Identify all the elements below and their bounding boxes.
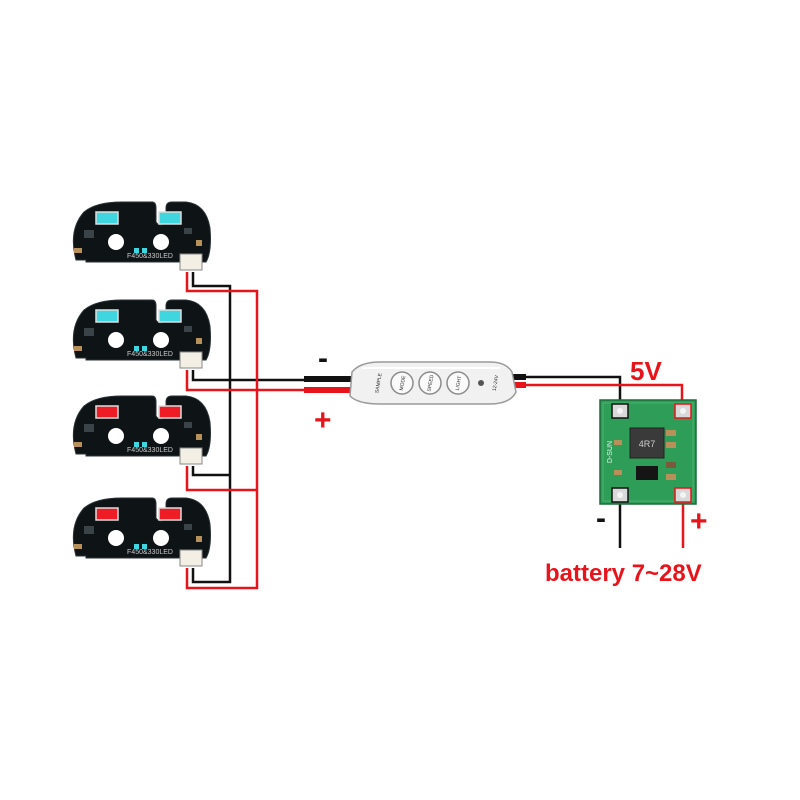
- mounting-hole: [153, 234, 169, 250]
- mounting-hole: [108, 234, 124, 250]
- led-boards: F450&330LED F450&330LED F450&330LED F450&33…: [72, 201, 211, 567]
- mounting-hole: [153, 530, 169, 546]
- regulator-input-plus-label: +: [690, 505, 708, 538]
- led-right: [158, 405, 182, 419]
- mounting-hole: [108, 428, 124, 444]
- board-silk-label: F450&330LED: [127, 253, 173, 260]
- mounting-hole: [108, 530, 124, 546]
- board-connector: [179, 253, 203, 271]
- led-right: [158, 507, 182, 521]
- led-left: [95, 309, 119, 323]
- controller-button-light: [446, 371, 470, 395]
- mounting-hole: [153, 428, 169, 444]
- regulator-inductor: [629, 427, 665, 459]
- mounting-hole: [153, 332, 169, 348]
- regulator-module: 4R7 D-SUN: [599, 399, 697, 505]
- regulator-output-label: 5V: [630, 356, 662, 386]
- controller-plus-label: +: [314, 404, 332, 437]
- controller-button-speed: [418, 371, 442, 395]
- battery-label: battery 7~28V: [545, 560, 702, 587]
- controller-minus-label: -: [318, 342, 328, 375]
- led-wiring: [185, 272, 685, 590]
- led-right: [158, 211, 182, 225]
- controller-button-mode-label: MODE: [399, 375, 408, 391]
- board-silk-label: F450&330LED: [127, 447, 173, 454]
- controller-indicator: [478, 380, 484, 386]
- led-left: [95, 507, 119, 521]
- output-black-wire: [520, 375, 622, 403]
- regulator-side-label: D-SUN: [607, 441, 614, 463]
- board-connector: [179, 351, 203, 369]
- controller-edge-right-label: 12-24V: [492, 374, 501, 392]
- board-connector: [179, 549, 203, 567]
- led-left: [95, 405, 119, 419]
- controller-edge-left-label: SAMPLE: [374, 372, 384, 394]
- led-board-3: F450&330LED: [72, 395, 211, 465]
- regulator-input-minus-label: -: [596, 502, 606, 535]
- controller-button-light-label: LIGHT: [455, 375, 463, 391]
- mounting-hole: [108, 332, 124, 348]
- led-board-1: F450&330LED: [72, 201, 211, 271]
- board-connector: [179, 447, 203, 465]
- led-controller: MODE SPEED LIGHT SAMPLE 12-24V: [304, 361, 526, 405]
- led-left: [95, 211, 119, 225]
- led-right: [158, 309, 182, 323]
- led-board-4: F450&330LED: [72, 497, 211, 567]
- led-board-2: F450&330LED: [72, 299, 211, 369]
- regulator-chip-label: 4R7: [639, 439, 656, 449]
- board-silk-label: F450&330LED: [127, 351, 173, 358]
- controller-button-mode: [390, 371, 414, 395]
- board-silk-label: F450&330LED: [127, 549, 173, 556]
- output-red-wire: [520, 383, 684, 403]
- controller-button-speed-label: SPEED: [427, 374, 436, 392]
